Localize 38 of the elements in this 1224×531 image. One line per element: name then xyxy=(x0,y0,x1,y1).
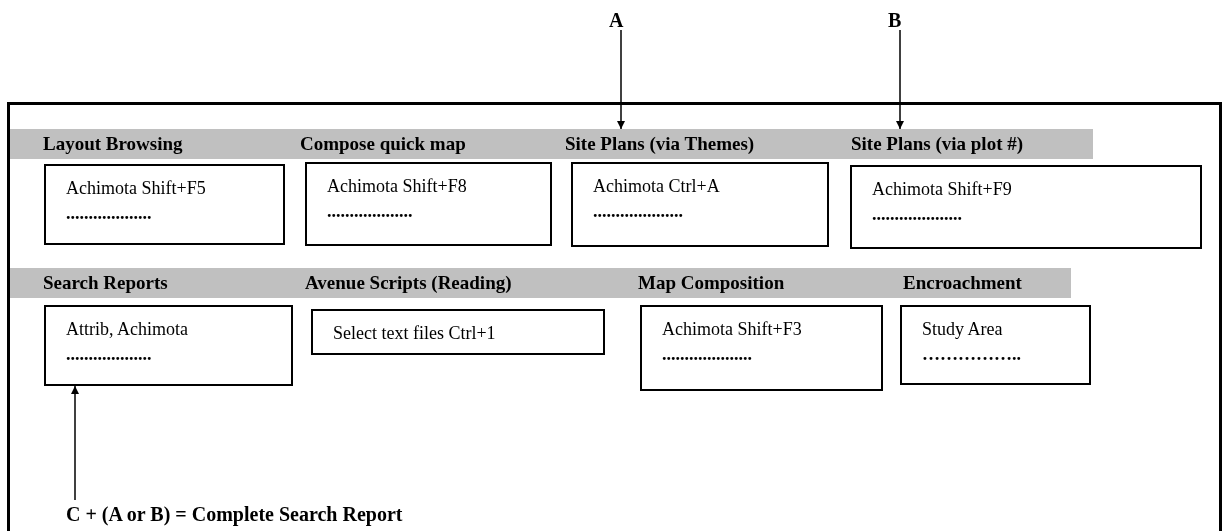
arrow xyxy=(71,385,79,501)
heading-band: Site Plans (via plot #) xyxy=(846,129,1093,159)
heading-band: Site Plans (via Themes) xyxy=(560,129,846,159)
outer-frame xyxy=(7,102,1222,531)
entry-text: Achimota Shift+F5 xyxy=(66,177,207,200)
heading-band: Search Reports xyxy=(10,268,300,298)
entry-text: Achimota Shift+F9 xyxy=(872,178,1013,201)
entry-text: Achimota Shift+F8 xyxy=(327,175,468,198)
entry-box xyxy=(44,305,293,386)
marker-letter: B xyxy=(888,6,912,30)
entry-box xyxy=(571,162,829,247)
entry-text: Achimota Ctrl+A xyxy=(593,175,721,198)
heading-band: Avenue Scripts (Reading) xyxy=(300,268,633,298)
dotted-fill-line: .................... xyxy=(593,200,684,222)
dotted-fill-line: ................... xyxy=(66,202,153,224)
entry-text: Select text files Ctrl+1 xyxy=(333,322,497,345)
entry-text: Achimota Shift+F3 xyxy=(662,318,803,341)
arrow xyxy=(896,29,904,130)
formula-text: C + (A or B) = Complete Search Report xyxy=(66,500,496,528)
dotted-fill-line: ................... xyxy=(66,343,153,365)
entry-box xyxy=(44,164,285,245)
dotted-fill-line: ................... xyxy=(327,200,414,222)
entry-box xyxy=(305,162,552,246)
dotted-fill-line: .................... xyxy=(662,343,753,365)
entry-text: Attrib, Achimota xyxy=(66,318,189,341)
entry-box xyxy=(900,305,1091,385)
heading-band: Compose quick map xyxy=(295,129,560,159)
dotted-fill-line: …………….. xyxy=(922,343,1022,365)
entry-box xyxy=(850,165,1202,249)
arrow xyxy=(617,29,625,130)
dotted-fill-line: .................... xyxy=(872,203,963,225)
entry-box xyxy=(640,305,883,391)
heading-band: Encroachment xyxy=(898,268,1071,298)
marker-letter: A xyxy=(609,6,633,30)
heading-band: Map Composition xyxy=(633,268,898,298)
entry-text: Study Area xyxy=(922,318,1004,341)
entry-box xyxy=(311,309,605,355)
heading-band: Layout Browsing xyxy=(10,129,295,159)
